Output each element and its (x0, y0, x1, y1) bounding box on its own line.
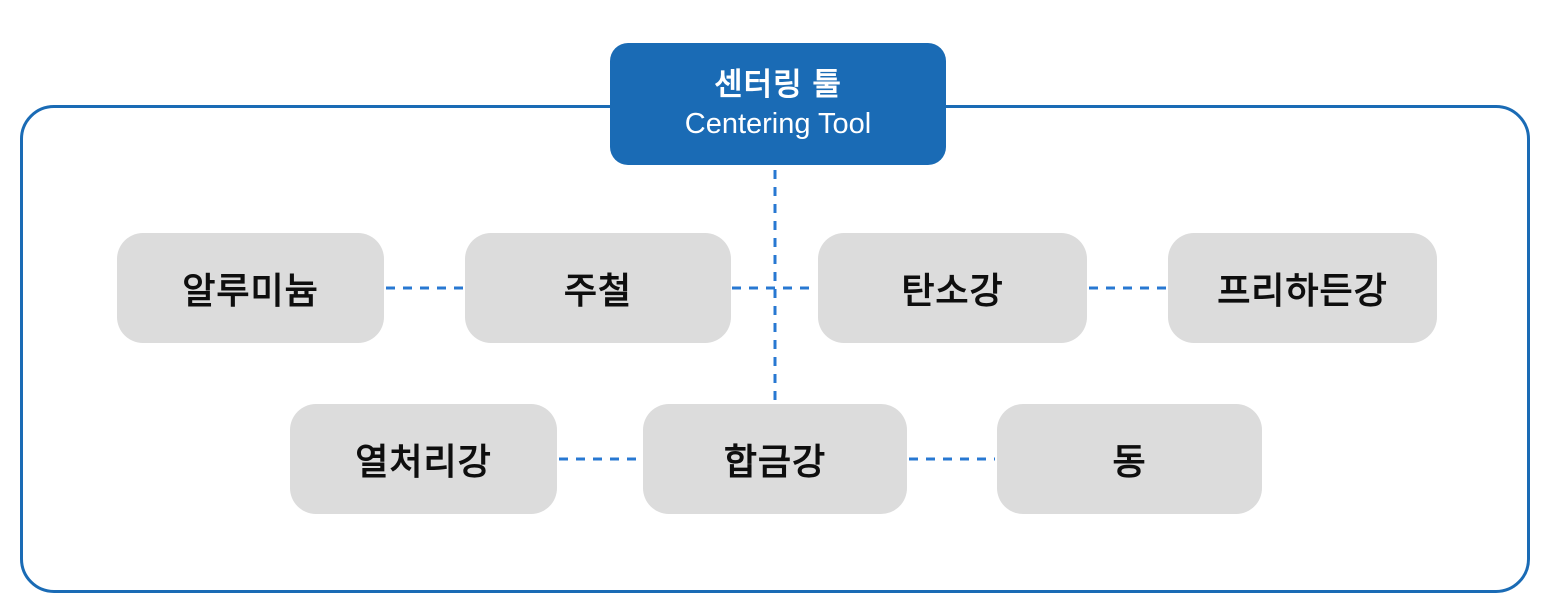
node-cast-iron: 주철 (465, 233, 731, 343)
root-node-centering-tool: 센터링 툴 Centering Tool (610, 43, 946, 165)
node-heat-treated-steel: 열처리강 (290, 404, 557, 514)
node-aluminum: 알루미늄 (117, 233, 384, 343)
root-node-title-korean: 센터링 툴 (714, 67, 842, 102)
node-prehardened-steel: 프리하든강 (1168, 233, 1437, 343)
diagram-frame (20, 105, 1530, 593)
node-alloy-steel: 합금강 (643, 404, 907, 514)
node-carbon-steel: 탄소강 (818, 233, 1087, 343)
node-copper: 동 (997, 404, 1262, 514)
root-node-title-english: Centering Tool (684, 107, 872, 140)
